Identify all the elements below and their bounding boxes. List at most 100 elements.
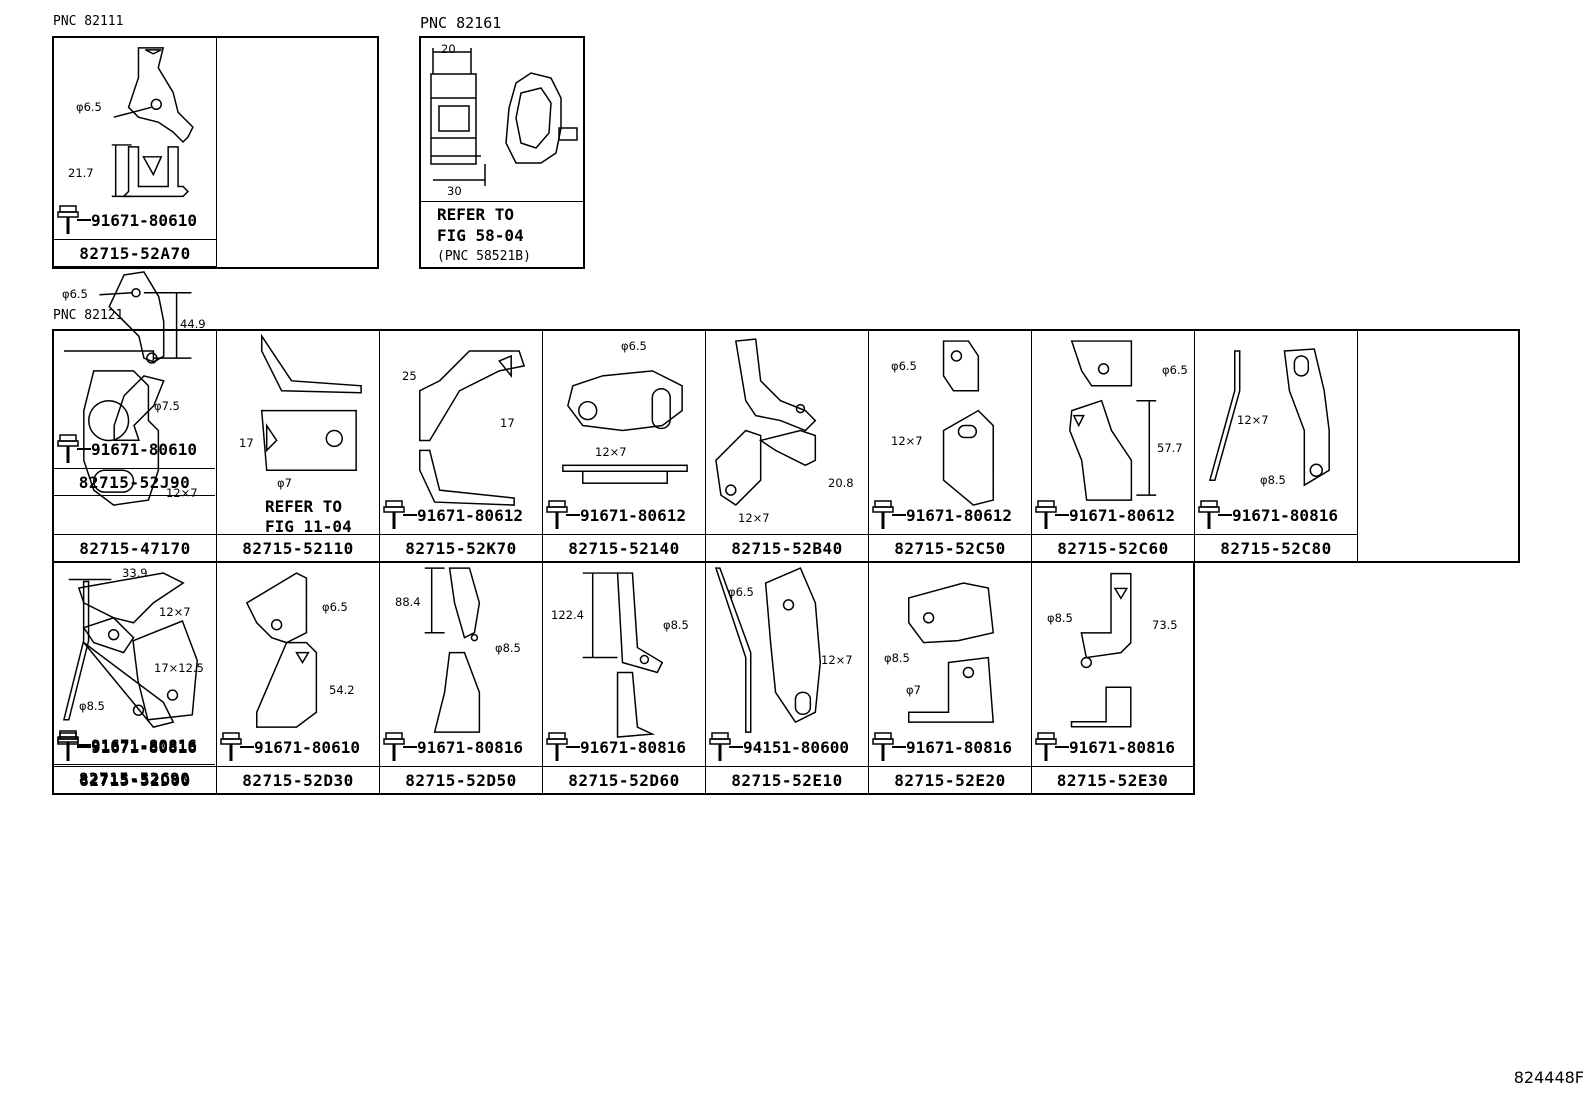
dim-label: φ8.5: [1047, 611, 1073, 625]
bolt-callout[interactable]: 91671-80612: [546, 500, 686, 530]
bolt-icon: [57, 434, 79, 463]
dim-label: φ6.5: [1162, 363, 1188, 377]
bolt-callout[interactable]: 91671-80816: [1198, 500, 1338, 530]
bolt-callout[interactable]: 91671-80816: [546, 732, 686, 762]
dim-label: 88.4: [395, 595, 421, 609]
bolt-icon: [872, 732, 894, 761]
bolt-part-number: 91671-80612: [580, 505, 686, 525]
refer-line: FIG 11-04: [265, 517, 352, 536]
bolt-callout[interactable]: 91671-80612: [1035, 500, 1175, 530]
part-cell[interactable]: φ6.5 44.9 91671-80610 82715-52J90: [54, 267, 215, 496]
part-number[interactable]: 82715-52D50: [380, 766, 542, 793]
dim-label: 12×7: [159, 605, 191, 619]
dim-label: φ6.5: [322, 600, 348, 614]
part-number[interactable]: 82715-52J90: [54, 468, 215, 495]
bolt-icon: [1035, 732, 1057, 761]
refer-line: REFER TO: [437, 205, 515, 224]
bolt-callout[interactable]: 91671-80610: [220, 732, 360, 762]
part-number[interactable]: 82715-52B40: [706, 534, 868, 561]
dim-label: φ6.5: [728, 585, 754, 599]
part-number[interactable]: 82715-52D30: [217, 766, 379, 793]
pnc-label-82121: PNC 82121: [53, 308, 124, 323]
dim-label: 17: [239, 436, 254, 450]
part-number[interactable]: 82715-47170: [54, 534, 216, 561]
bolt-icon: [57, 205, 79, 234]
bolt-part-number: 94151-80600: [743, 737, 849, 757]
bolt-icon: [709, 732, 731, 761]
part-number[interactable]: 82715-52K70: [380, 534, 542, 561]
bolt-icon: [57, 732, 79, 761]
bracket-drawing: φ8.5 φ7: [869, 563, 1031, 766]
part-number[interactable]: 82715-52A70: [54, 239, 216, 266]
dim-label: 20: [441, 42, 456, 56]
part-cell[interactable]: 122.4 φ8.5 91671-80816 82715-52D60: [543, 563, 706, 793]
bolt-callout[interactable]: 91671-80816: [57, 732, 197, 762]
bolt-icon: [383, 500, 405, 529]
bolt-icon: [546, 500, 568, 529]
bolt-callout[interactable]: 91671-80816: [1035, 732, 1175, 762]
bolt-callout[interactable]: 91671-80816: [872, 732, 1012, 762]
bolt-callout[interactable]: 94151-80600: [709, 732, 849, 762]
bolt-icon: [546, 732, 568, 761]
dim-label: 12×7: [1237, 413, 1269, 427]
part-cell[interactable]: 12×7 φ8.5 91671-80816 82715-52C80: [1195, 331, 1358, 561]
part-number[interactable]: 82715-52E10: [706, 766, 868, 793]
bolt-callout[interactable]: 91671-80816: [383, 732, 523, 762]
refer-line: (PNC 58521B): [437, 249, 531, 264]
dim-label: 57.7: [1157, 441, 1183, 455]
part-number[interactable]: 82715-52C50: [869, 534, 1031, 561]
bracket-drawing: 12×7 φ8.5: [1195, 331, 1357, 534]
part-cell[interactable]: φ6.5 57.7 91671-80612 82715-52C60: [1032, 331, 1195, 561]
dim-label: 73.5: [1152, 618, 1178, 632]
dim-label: 122.4: [551, 608, 584, 622]
clip-drawing: 20 30: [421, 38, 583, 201]
dim-label: φ8.5: [1260, 473, 1286, 487]
dim-label: 12×7: [166, 486, 198, 500]
dim-label: φ8.5: [79, 699, 105, 713]
dim-label: φ8.5: [884, 651, 910, 665]
part-number[interactable]: 82715-52140: [543, 534, 705, 561]
bracket-drawing: φ8.5 73.5: [1032, 563, 1193, 766]
bolt-callout[interactable]: 91671-80610: [57, 205, 197, 235]
dim-label: 17: [500, 416, 515, 430]
part-number[interactable]: 82715-52D00: [54, 766, 216, 793]
bolt-callout[interactable]: 91671-80610: [57, 434, 197, 464]
dim-label: φ8.5: [663, 618, 689, 632]
part-number[interactable]: 82715-52C90: [54, 764, 215, 791]
dim-label: φ6.5: [62, 287, 88, 301]
part-cell[interactable]: φ6.5 12×7 94151-80600 82715-52E10: [706, 563, 869, 793]
part-cell[interactable]: φ8.5 73.5 91671-80816 82715-52E30: [1032, 563, 1193, 793]
bolt-callout[interactable]: 91671-80612: [383, 500, 523, 530]
refer-note[interactable]: REFER TO FIG 58-04 (PNC 58521B): [421, 201, 583, 267]
part-number[interactable]: 82715-52C80: [1195, 534, 1357, 561]
part-number[interactable]: 82715-52C60: [1032, 534, 1194, 561]
part-number[interactable]: 82715-52E20: [869, 766, 1031, 793]
part-number[interactable]: 82715-52E30: [1032, 766, 1193, 793]
part-number[interactable]: 82715-52110: [217, 534, 379, 561]
part-cell[interactable]: φ6.5 21.7 91671-80610 82715-52A70: [54, 38, 217, 267]
part-cell[interactable]: φ8.5 φ7 91671-80816 82715-52E20: [869, 563, 1032, 793]
pnc-label-82161: PNC 82161: [420, 14, 502, 32]
part-number[interactable]: 82715-52D60: [543, 766, 705, 793]
dim-label: 12×7: [821, 653, 853, 667]
bolt-callout[interactable]: 91671-80612: [872, 500, 1012, 530]
bolt-part-number: 91671-80816: [580, 737, 686, 757]
dim-label: φ7: [906, 683, 921, 697]
